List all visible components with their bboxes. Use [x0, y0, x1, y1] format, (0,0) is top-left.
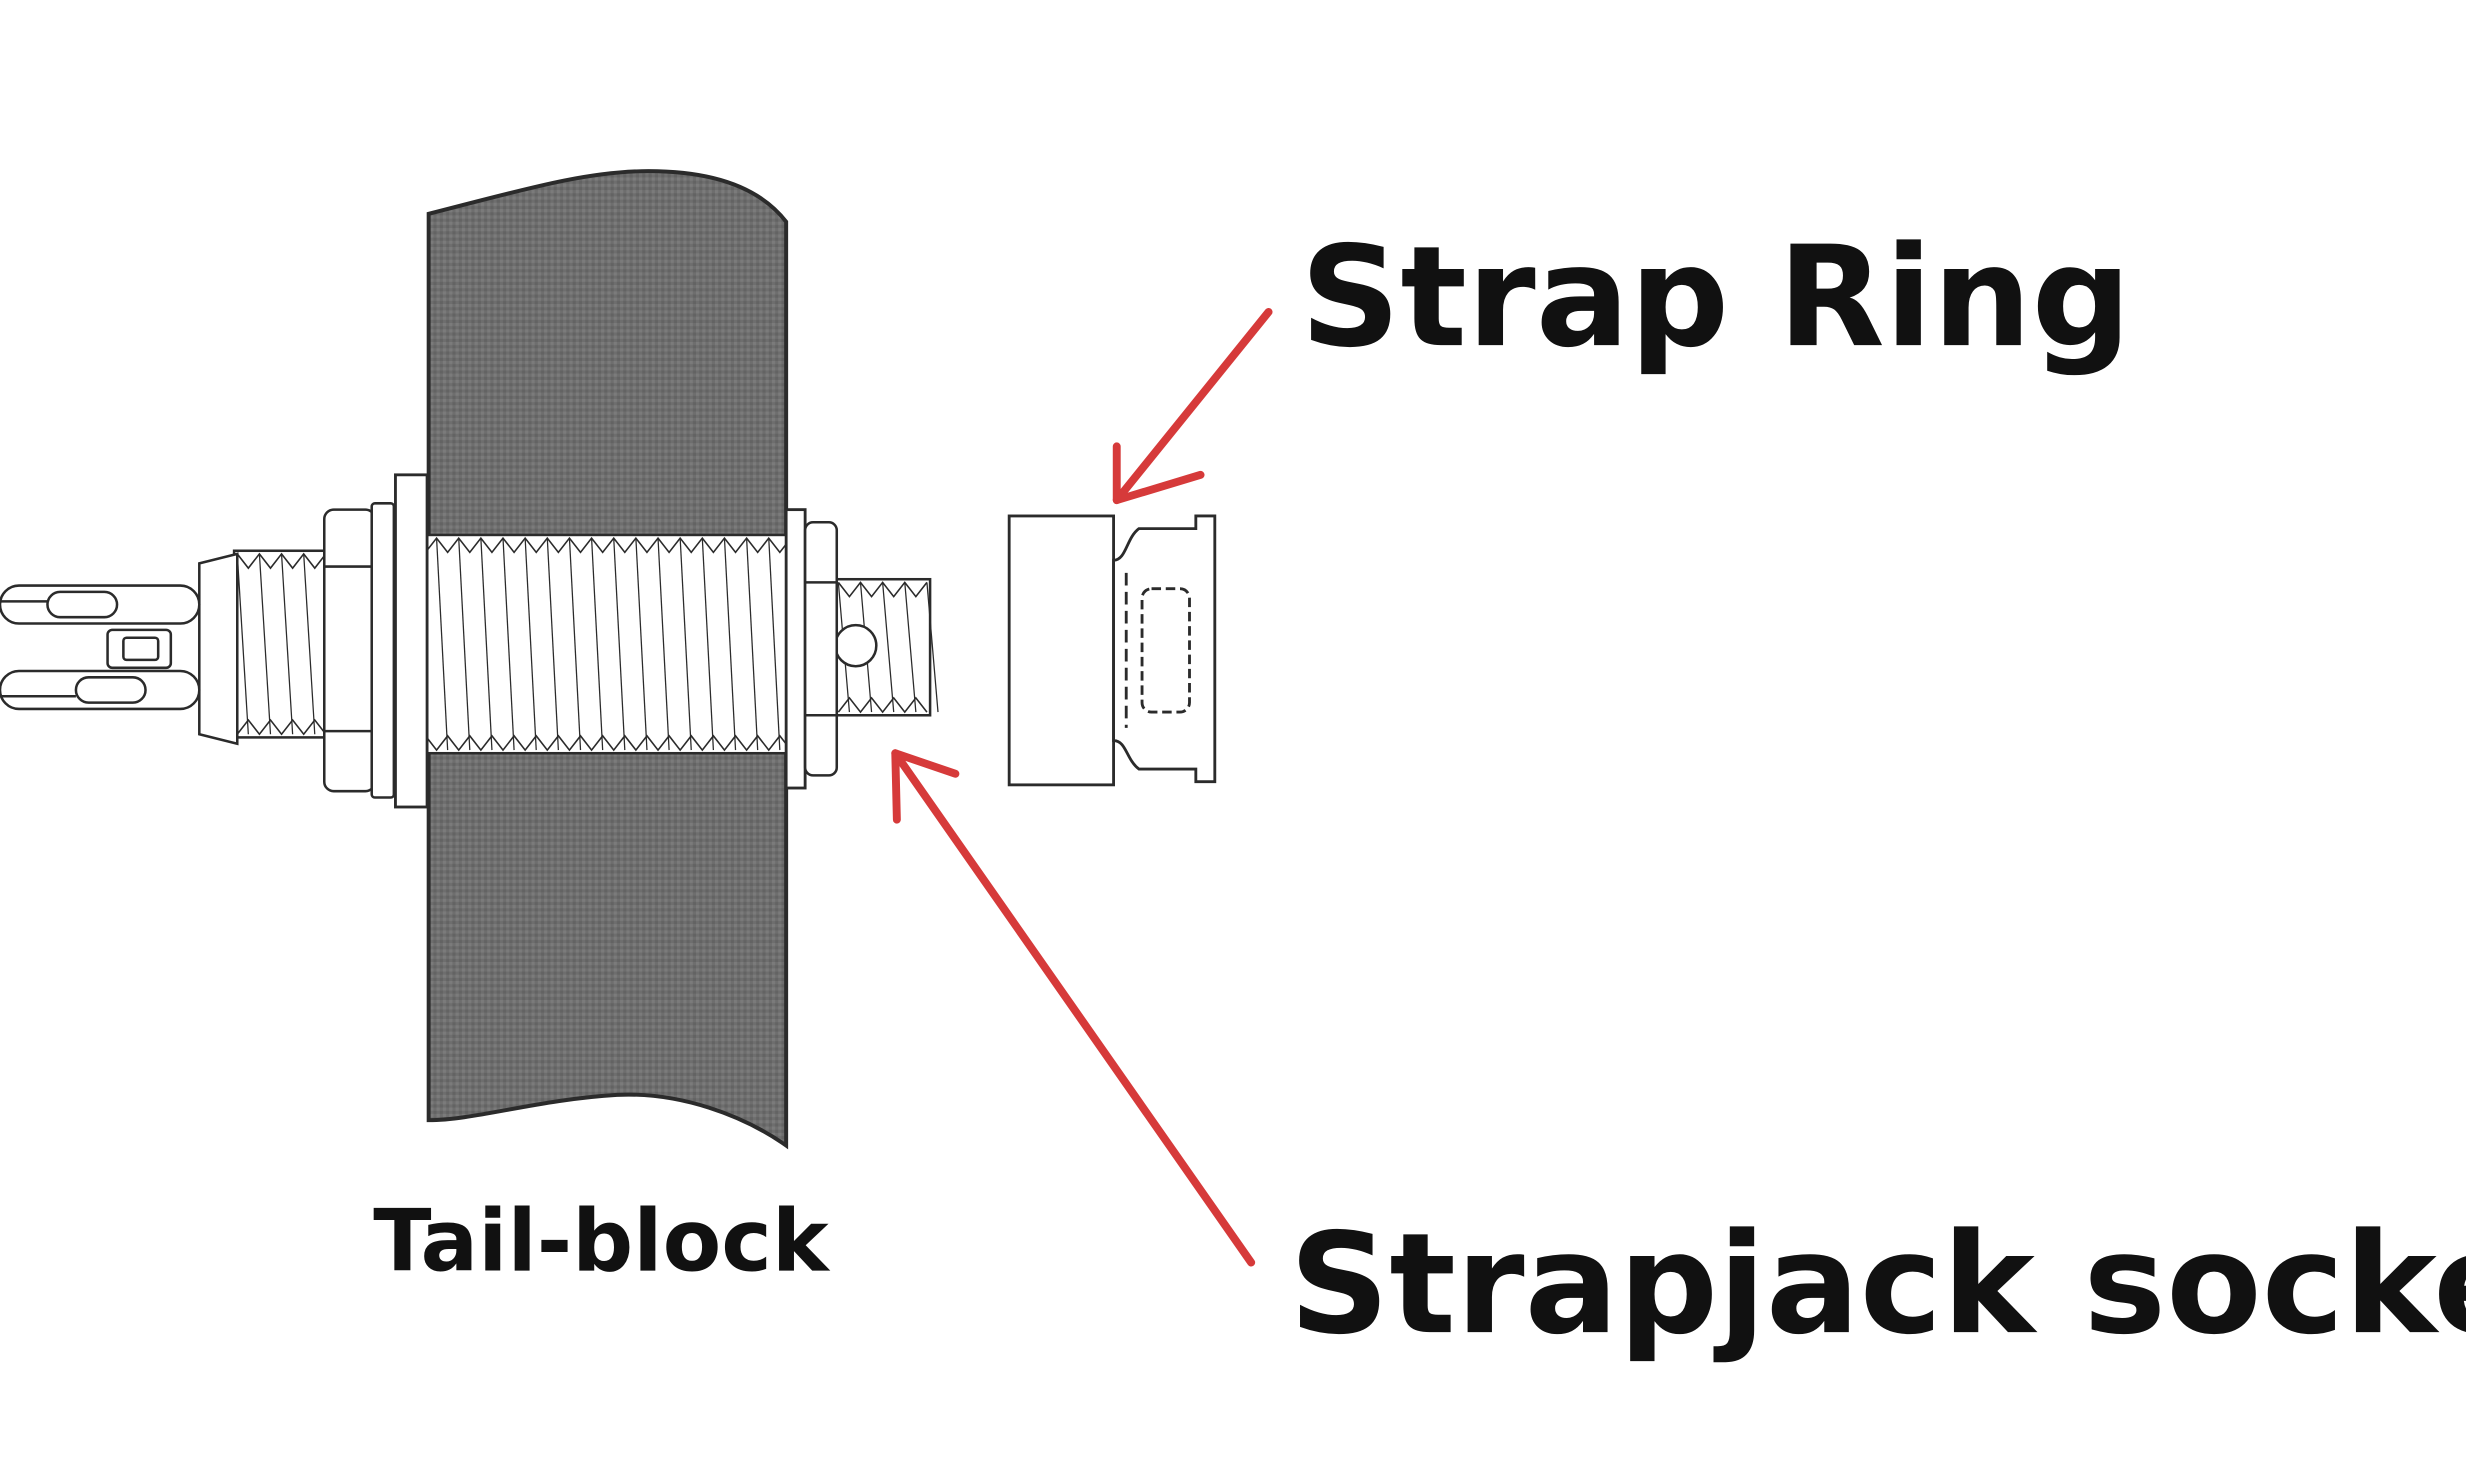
left-thread [232, 549, 338, 739]
threaded-barrel [409, 533, 804, 755]
jack-body [0, 552, 239, 746]
strap-ring-label: Strap Ring [1300, 216, 2131, 378]
right-hex-nut [803, 521, 839, 777]
strapjack-socket-arrow [891, 749, 1256, 1267]
right-thread [833, 577, 939, 717]
left-hex-nut [323, 502, 396, 799]
strapjack-socket-label: Strapjack socket [1289, 1203, 2466, 1365]
strap-ring [1007, 514, 1217, 787]
strap-ring-arrow [1112, 307, 1273, 505]
tail-block-label: Tail-block [373, 1192, 831, 1291]
left-washer [394, 473, 429, 809]
right-washer [784, 508, 807, 790]
